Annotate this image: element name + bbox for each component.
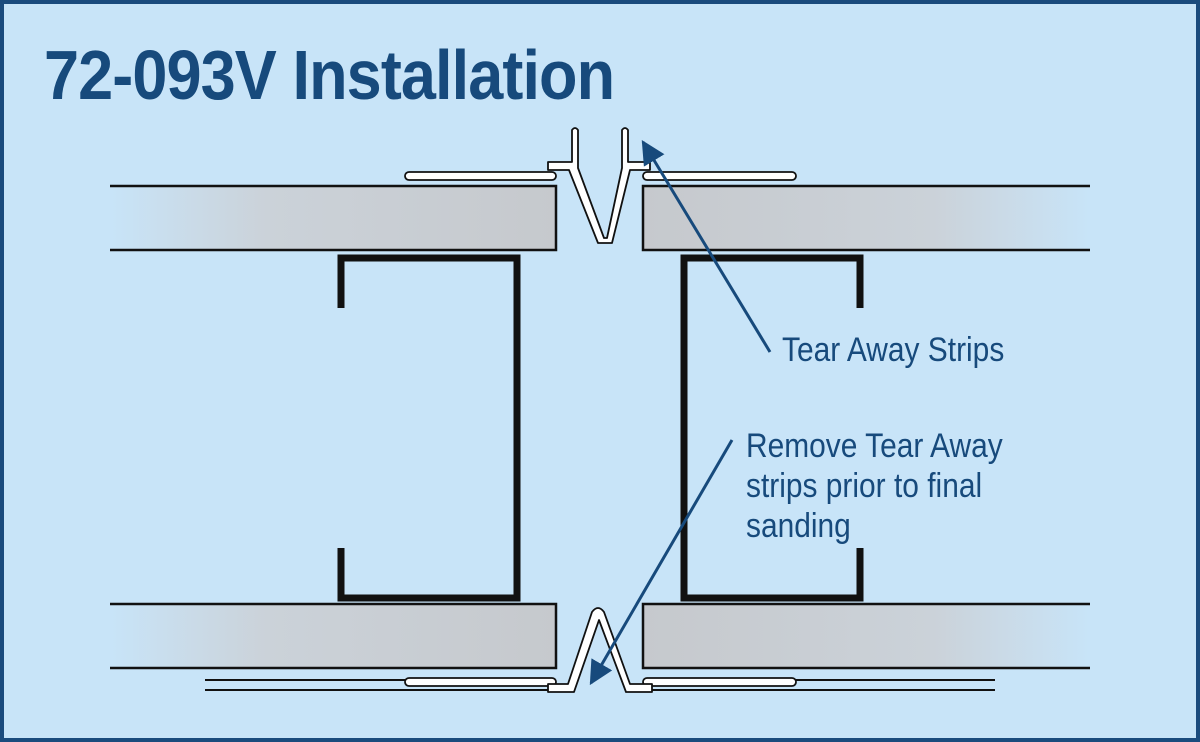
lower-left-board — [110, 602, 558, 670]
top-v-bead — [404, 127, 797, 244]
installation-diagram — [110, 127, 1090, 693]
remove-strips-label: Remove Tear Away strips prior to final s… — [746, 427, 1003, 545]
left-stud — [337, 254, 521, 602]
remove-strips-arrow — [589, 439, 734, 686]
bottom-bead — [205, 607, 995, 693]
upper-right-board — [641, 184, 1090, 252]
page-title: 72-093V Installation — [44, 36, 615, 114]
tear-away-strips-label: Tear Away Strips — [782, 331, 1005, 369]
lower-right-board — [641, 602, 1090, 670]
upper-left-board — [110, 184, 558, 252]
right-stud — [680, 254, 864, 602]
tear-away-arrow — [641, 139, 772, 353]
